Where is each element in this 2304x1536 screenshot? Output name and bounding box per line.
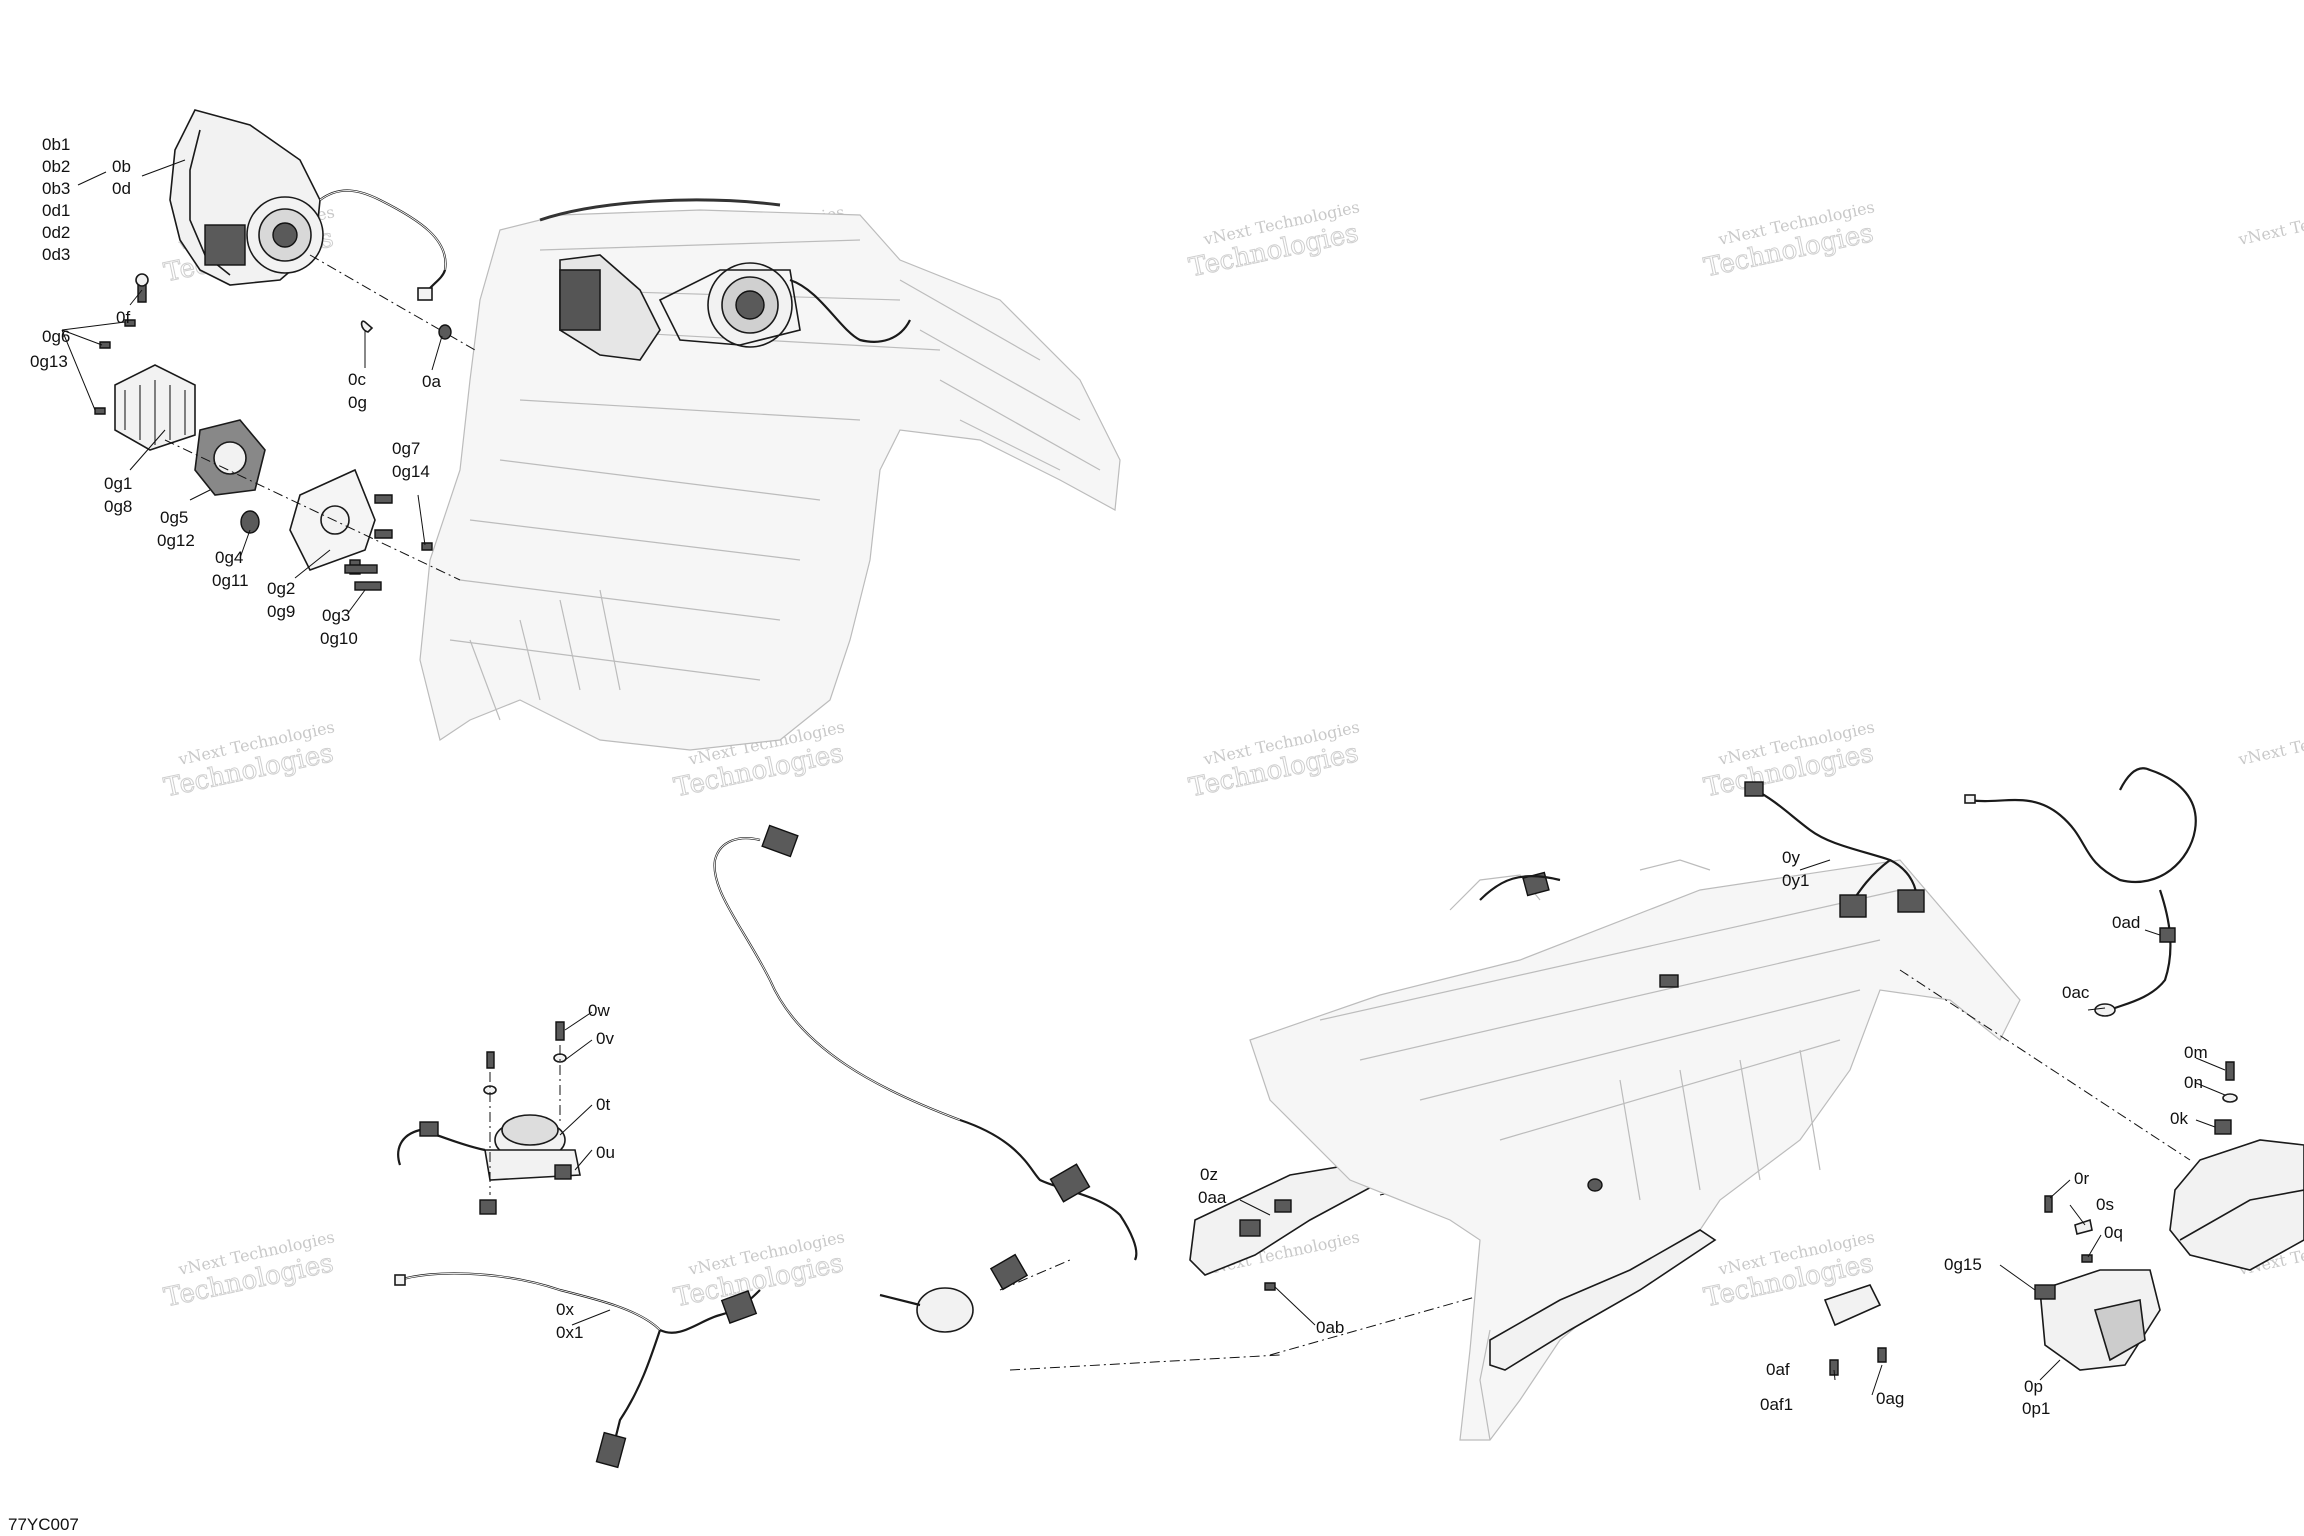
callout-0n: 0n <box>2184 1073 2203 1092</box>
callout-0g1: 0g1 <box>104 474 132 493</box>
callout-0f: 0f <box>116 308 130 327</box>
callout-0x1: 0x1 <box>556 1323 583 1342</box>
callout-0d: 0d <box>112 179 131 198</box>
callout-0s: 0s <box>2096 1195 2114 1214</box>
harness-long <box>713 824 1621 1371</box>
callout-0g8: 0g8 <box>104 497 132 516</box>
callout-0b: 0b <box>112 157 131 176</box>
callout-0u: 0u <box>596 1143 615 1162</box>
callout-0p1: 0p1 <box>2022 1399 2050 1418</box>
license-light-assembly <box>1823 1195 2161 1376</box>
watermark-line1: vNext Technologies <box>2236 197 2304 249</box>
callout-0aa: 0aa <box>1198 1188 1227 1207</box>
callout-0q: 0q <box>2104 1223 2123 1242</box>
callout-0v: 0v <box>596 1029 614 1048</box>
tail-light-assembly <box>1899 969 2304 1271</box>
callout-0d2: 0d2 <box>42 223 70 242</box>
front-frame-ghost <box>419 198 1121 751</box>
callout-0g13: 0g13 <box>30 352 68 371</box>
rear-bracket <box>1189 1149 1581 1291</box>
callout-0b1: 0b1 <box>42 135 70 154</box>
callout-0d3: 0d3 <box>42 245 70 264</box>
callout-0g2: 0g2 <box>267 579 295 598</box>
callout-0g4: 0g4 <box>215 548 243 567</box>
callout-0a: 0a <box>422 372 441 391</box>
drawing-code: 77YC007 <box>8 1515 79 1534</box>
callout-0y: 0y <box>1782 848 1800 867</box>
harness-0y <box>1744 781 1925 918</box>
callout-0ab: 0ab <box>1316 1318 1344 1337</box>
rear-frame-ghost <box>1249 859 2021 1441</box>
callout-0g14: 0g14 <box>392 462 430 481</box>
callout-0g15: 0g15 <box>1944 1255 1982 1274</box>
callout-0ac: 0ac <box>2062 983 2090 1002</box>
callout-0x: 0x <box>556 1300 574 1319</box>
headlight-assembly <box>135 109 476 351</box>
callout-0k: 0k <box>2170 1109 2188 1128</box>
callout-0m: 0m <box>2184 1043 2208 1062</box>
callout-0d1: 0d1 <box>42 201 70 220</box>
auxiliary-lamp-assembly <box>94 319 461 591</box>
callout-0g6: 0g6 <box>42 327 70 346</box>
callout-0g5: 0g5 <box>160 508 188 527</box>
speaker-assembly <box>397 1021 581 1215</box>
callout-0b3: 0b3 <box>42 179 70 198</box>
callout-0g: 0g <box>348 393 367 412</box>
callout-0w: 0w <box>588 1001 610 1020</box>
callout-labels: 0b1 0b2 0b3 0d1 0d2 0d3 0b 0d 0f 0c 0g 0… <box>30 135 2208 1418</box>
callout-0c: 0c <box>348 370 366 389</box>
callout-0r: 0r <box>2074 1169 2089 1188</box>
callout-0g7: 0g7 <box>392 439 420 458</box>
callout-0af: 0af <box>1766 1360 1790 1379</box>
callout-0ad: 0ad <box>2112 913 2140 932</box>
callout-0ag: 0ag <box>1876 1389 1904 1408</box>
harness-0ac <box>1964 767 2197 1017</box>
leader-lines <box>61 159 2226 1396</box>
callout-0p: 0p <box>2024 1377 2043 1396</box>
watermark-line1: vNext Technologies <box>2236 717 2304 769</box>
callout-0g10: 0g10 <box>320 629 358 648</box>
callout-0af1: 0af1 <box>1760 1395 1793 1414</box>
callout-0z: 0z <box>1200 1165 1218 1184</box>
callout-0g3: 0g3 <box>322 606 350 625</box>
callout-0b2: 0b2 <box>42 157 70 176</box>
harness-0x <box>394 1272 761 1469</box>
callout-0g9: 0g9 <box>267 602 295 621</box>
callout-0g11: 0g11 <box>212 571 249 590</box>
callout-0g12: 0g12 <box>157 531 195 550</box>
callout-0y1: 0y1 <box>1782 871 1809 890</box>
callout-0t: 0t <box>596 1095 610 1114</box>
